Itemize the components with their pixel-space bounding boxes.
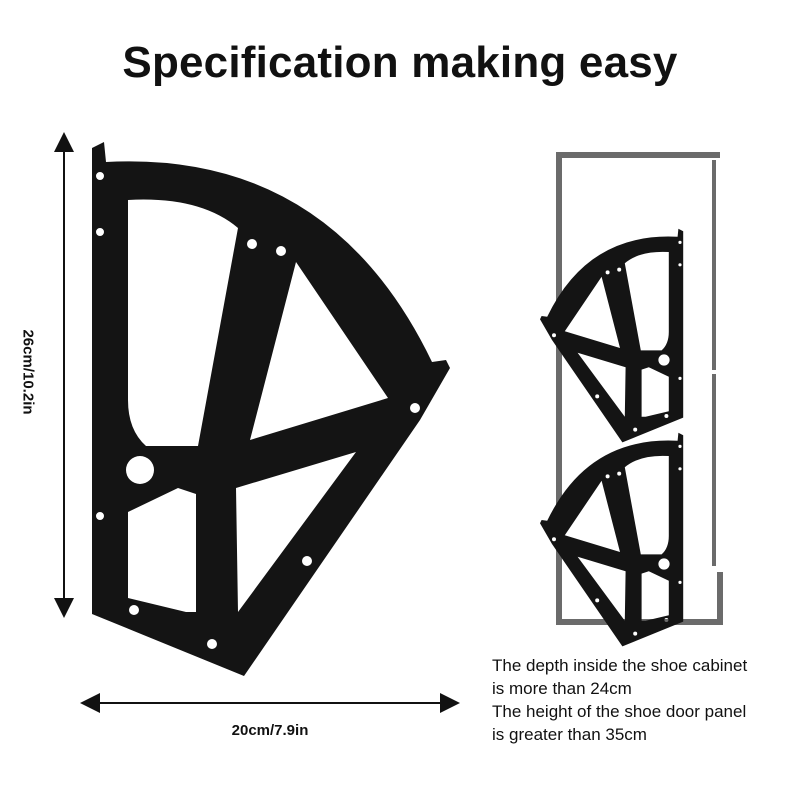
page-title: Specification making easy: [122, 38, 678, 87]
spec-notes: The depth inside the shoe cabinet is mor…: [492, 654, 747, 746]
spec-note-line: The depth inside the shoe cabinet: [492, 656, 748, 675]
width-dimension-label: 20cm/7.9in: [231, 722, 309, 739]
spec-note-line: is more than 24cm: [492, 679, 632, 698]
cabinet-illustration: [540, 152, 723, 647]
bracket-main-image: [92, 142, 450, 676]
height-dimension-label: 26cm/10.2in: [19, 329, 37, 415]
spec-note-line: The height of the shoe door panel: [492, 702, 747, 721]
spec-note-line: is greater than 35cm: [492, 725, 647, 744]
